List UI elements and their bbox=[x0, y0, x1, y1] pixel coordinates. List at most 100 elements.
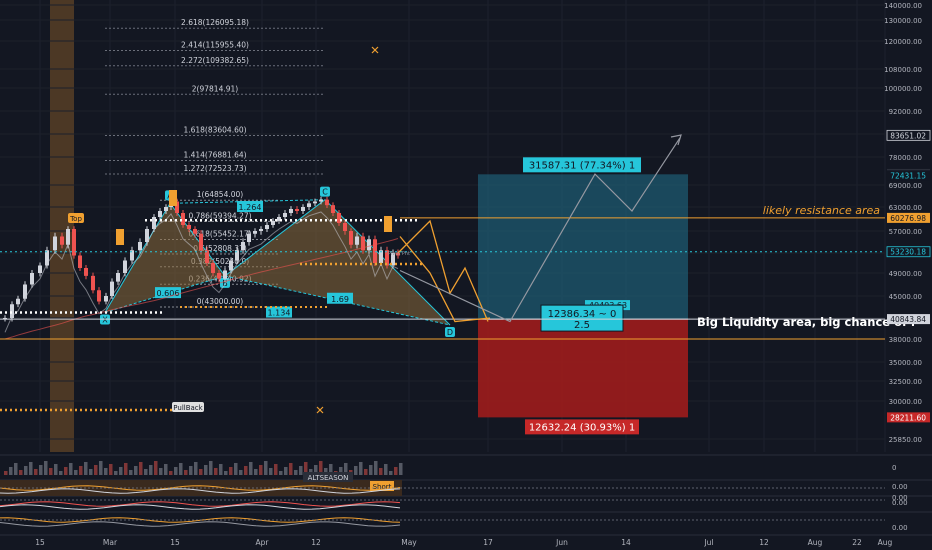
candle-body bbox=[211, 263, 215, 273]
position-stop-label[interactable]: 12632.24 (30.93%) 1 bbox=[525, 419, 639, 435]
candle-body bbox=[265, 225, 269, 229]
volume-bar bbox=[194, 462, 198, 475]
position-loss-zone[interactable] bbox=[478, 319, 688, 418]
candle-body bbox=[30, 273, 34, 285]
top-marker[interactable]: Top bbox=[68, 213, 84, 223]
price-tick-label: 130000.00 bbox=[884, 17, 922, 25]
price-badge[interactable]: 40843.84 bbox=[887, 314, 930, 325]
signal-flag bbox=[169, 190, 177, 206]
volume-bar bbox=[134, 466, 138, 475]
candle-body bbox=[45, 250, 49, 266]
ratio-text: 1.69 bbox=[331, 295, 349, 304]
resistance-label: likely resistance area bbox=[763, 204, 880, 217]
pattern-xab-triangle[interactable] bbox=[105, 203, 225, 313]
volume-bar bbox=[149, 465, 153, 475]
volume-bar bbox=[89, 469, 93, 475]
time-tick-label: 22 bbox=[852, 538, 862, 547]
time-tick-label: Apr bbox=[256, 538, 270, 547]
volume-bar bbox=[54, 464, 58, 475]
candle-body bbox=[373, 239, 377, 263]
pattern-ratio-label[interactable]: 1.69 bbox=[327, 292, 353, 304]
candle-body bbox=[325, 199, 329, 206]
volume-bar bbox=[179, 463, 183, 475]
pattern-bcd-triangle[interactable] bbox=[225, 199, 450, 325]
fib-level-label: 1.618(83604.60) bbox=[183, 126, 246, 135]
price-tick-label: 35000.00 bbox=[889, 359, 922, 367]
price-tick-label: 45000.00 bbox=[889, 293, 922, 301]
fib-level-label: 0.5(52808.37) bbox=[193, 244, 247, 253]
volume-bar bbox=[264, 461, 268, 475]
price-badge[interactable]: 28211.60 bbox=[887, 412, 930, 423]
pattern-point-c[interactable]: C bbox=[320, 186, 330, 197]
price-tick-label: 38000.00 bbox=[889, 336, 922, 344]
candle-body bbox=[158, 211, 162, 217]
price-badge[interactable]: 83651.02 bbox=[886, 129, 931, 141]
price-badge[interactable]: 72431.15 bbox=[887, 170, 930, 181]
volume-bar bbox=[364, 469, 368, 475]
price-badge-bg bbox=[886, 246, 931, 258]
position-target-label[interactable]: 31587.31 (77.34%) 1 bbox=[523, 157, 641, 173]
price-tick-label: 57000.00 bbox=[889, 228, 922, 236]
altseason-label[interactable]: ALTSEASON bbox=[303, 472, 353, 482]
cross-line bbox=[371, 46, 379, 54]
pattern-ratio-label[interactable]: 0.606 bbox=[155, 287, 181, 299]
price-badge-bg bbox=[886, 129, 931, 141]
candle-body bbox=[259, 229, 263, 231]
candle-body bbox=[391, 253, 395, 266]
candle-body bbox=[164, 207, 168, 211]
time-tick-label: 15 bbox=[35, 538, 45, 547]
pullback-marker[interactable]: PullBack bbox=[172, 402, 204, 412]
price-badge[interactable]: 60276.98 bbox=[887, 212, 930, 223]
volume-bar bbox=[59, 471, 63, 475]
position-entry-label[interactable]: 40403.6312386.34 ~ 02.5 bbox=[540, 300, 630, 332]
candle-body bbox=[253, 231, 257, 234]
volume-bar bbox=[174, 467, 178, 475]
volume-bar bbox=[64, 467, 68, 475]
time-tick-label: 12 bbox=[759, 538, 769, 547]
volume-bar bbox=[114, 471, 118, 475]
price-axis[interactable]: 140000.00130000.00120000.00108000.001000… bbox=[884, 2, 931, 444]
candle-body bbox=[84, 268, 88, 276]
short-label[interactable]: Short bbox=[370, 481, 394, 491]
candle-body bbox=[123, 260, 127, 273]
fib-level-label: 2(97814.91) bbox=[192, 84, 238, 93]
fib-level-label: 2.272(109382.65) bbox=[181, 56, 249, 65]
price-badge-bg bbox=[887, 170, 930, 181]
fib-level-label: 2.414(115955.40) bbox=[181, 40, 249, 49]
pattern-point-d[interactable]: D bbox=[445, 327, 455, 337]
entry-label-line2: 2.5 bbox=[574, 320, 590, 331]
volume-bar bbox=[39, 465, 43, 475]
pattern-ratio-label[interactable]: 1.134 bbox=[266, 306, 292, 318]
position-tool[interactable]: 31587.31 (77.34%) 1 12632.24 (30.93%) 1 40… bbox=[478, 157, 688, 435]
price-tick-label: 108000.00 bbox=[884, 66, 922, 74]
volume-bar bbox=[224, 471, 228, 475]
signal-flag bbox=[116, 229, 124, 245]
position-profit-zone[interactable] bbox=[478, 174, 688, 320]
volume-bar bbox=[284, 467, 288, 475]
altseason-text: ALTSEASON bbox=[308, 474, 349, 482]
pattern-ratio-label[interactable]: 1.264 bbox=[237, 201, 263, 212]
volume-bar bbox=[204, 465, 208, 475]
volume-bar bbox=[339, 467, 343, 475]
price-tick-label: 32500.00 bbox=[889, 378, 922, 386]
fibonacci-extension[interactable]: 2.618(126095.18)2.414(115955.40)2.272(10… bbox=[105, 18, 325, 308]
liquidity-label: Big Liquidity area, big chance of r bbox=[697, 315, 917, 329]
short-text: Short bbox=[373, 483, 392, 491]
price-badge-text: 40843.84 bbox=[890, 315, 926, 324]
volume-bar bbox=[274, 464, 278, 475]
volume-bar bbox=[239, 470, 243, 475]
candle-body bbox=[138, 242, 142, 251]
volume-bar bbox=[269, 468, 273, 475]
volume-bar bbox=[99, 461, 103, 475]
pattern-point-label: C bbox=[322, 188, 328, 197]
price-badge[interactable]: 53230.18 bbox=[886, 246, 931, 258]
candle-body bbox=[91, 275, 95, 291]
price-badge-text: 53230.18 bbox=[890, 248, 926, 257]
candle-body bbox=[379, 250, 383, 263]
volume-bar bbox=[299, 466, 303, 475]
candle-body bbox=[289, 209, 293, 213]
